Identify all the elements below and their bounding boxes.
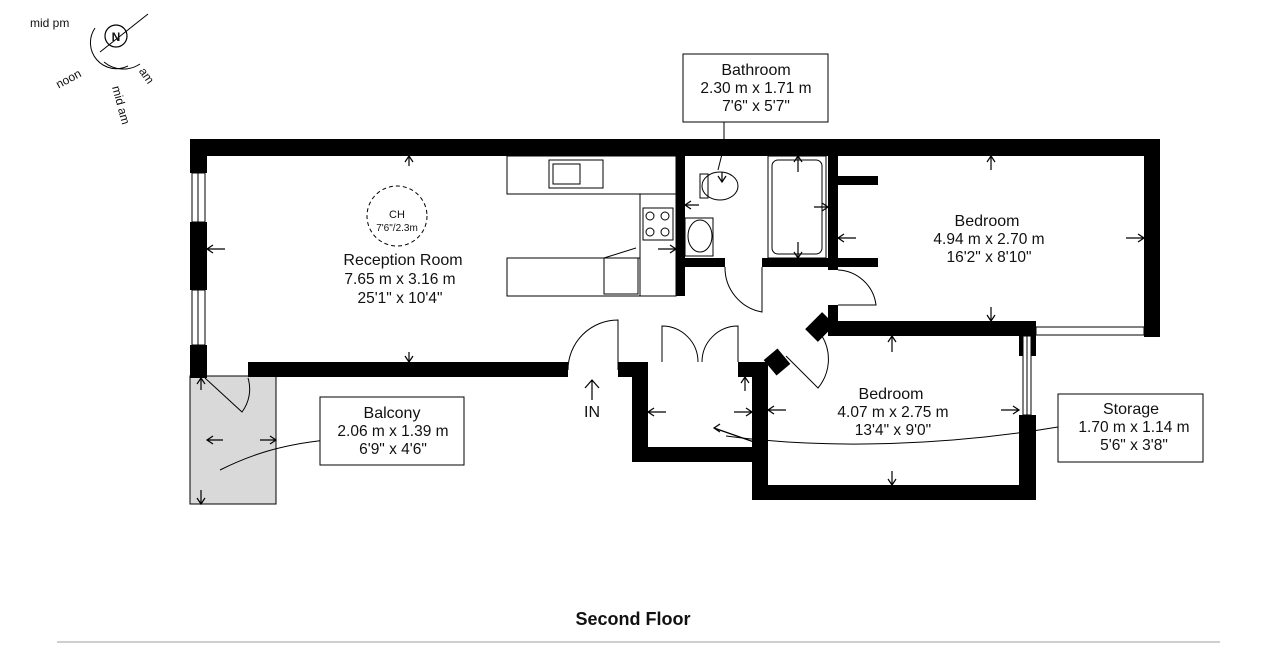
entrance-door: [567, 319, 619, 371]
entrance-label: IN: [584, 404, 600, 421]
reception-imperial: 25'1" x 10'4": [357, 290, 442, 307]
bedroom1-metric: 4.94 m x 2.70 m: [933, 231, 1044, 248]
kitchen-appliance: [603, 257, 639, 295]
compass-label-mid-am: mid am: [109, 84, 133, 126]
cupboard-door-right: [701, 325, 739, 363]
entrance-arrow-icon: [584, 379, 600, 400]
compass-needle: [99, 13, 149, 53]
balcony-name: Balcony: [364, 405, 421, 422]
dimension-arrows: [196, 154, 1146, 506]
compass-label-am: am: [136, 65, 157, 87]
bedroom1-name: Bedroom: [955, 213, 1020, 230]
bathroom-imperial: 7'6" x 5'7": [722, 98, 790, 115]
floor-title: Second Floor: [575, 609, 690, 629]
bathroom-door: [724, 266, 763, 313]
balcony-door: [204, 377, 251, 413]
bedroom1-door: [837, 269, 877, 306]
storage-imperial: 5'6" x 3'8": [1100, 437, 1168, 454]
compass-label-noon: noon: [53, 66, 83, 91]
kitchen-worktop-bottom: [506, 257, 641, 297]
label-balcony: Balcony 2.06 m x 1.39 m 6'9" x 4'6": [319, 396, 465, 466]
storage-label-box: [1057, 393, 1204, 463]
cupboard-door-left: [661, 325, 699, 363]
kitchen-worktop-side: [639, 193, 677, 297]
balcony-metric: 2.06 m x 1.39 m: [337, 423, 448, 440]
bathroom-label-box: [682, 53, 829, 123]
bedroom2-imperial: 13'4" x 9'0": [855, 422, 931, 439]
walls: [190, 139, 1160, 500]
hob-ring: [645, 211, 655, 221]
bedroom2-door: [785, 335, 829, 389]
bathroom-fittings: [684, 155, 827, 259]
balcony-label-box: [319, 396, 465, 466]
storage-metric: 1.70 m x 1.14 m: [1078, 419, 1189, 436]
compass: N mid pm noon mid am am: [30, 13, 157, 126]
compass-rose: [104, 24, 128, 48]
storage-name: Storage: [1103, 401, 1159, 418]
kitchen-sink: [548, 159, 604, 189]
balcony-imperial: 6'9" x 4'6": [359, 441, 427, 458]
label-bedroom2: Bedroom 4.07 m x 2.75 m 13'4" x 9'0": [837, 386, 948, 439]
compass-north-letter: N: [112, 30, 121, 44]
compass-label-mid-pm: mid pm: [30, 16, 69, 30]
label-bedroom1: Bedroom 4.94 m x 2.70 m 16'2" x 8'10": [933, 213, 1044, 266]
bathroom-leader-line: [717, 122, 725, 171]
doors: [204, 266, 877, 413]
compass-arc-inner: [103, 61, 141, 70]
kitchen-worktop-top: [506, 155, 677, 195]
reception-metric: 7.65 m x 3.16 m: [344, 271, 455, 288]
bathroom-name: Bathroom: [721, 62, 790, 79]
bedroom2-metric: 4.07 m x 2.75 m: [837, 404, 948, 421]
ceiling-height-label: CH: [389, 209, 405, 221]
reception-name: Reception Room: [343, 252, 462, 269]
ceiling-height-marker: [366, 185, 428, 247]
bedroom1-imperial: 16'2" x 8'10": [946, 249, 1031, 266]
label-reception: Reception Room 7.65 m x 3.16 m 25'1" x 1…: [343, 252, 462, 307]
ceiling-height-value: 7'6"/2.3m: [376, 223, 418, 234]
storage-leader-line: [725, 426, 1059, 445]
kitchen-fittings: [506, 155, 677, 297]
wash-basin: [687, 219, 713, 253]
bathroom-metric: 2.30 m x 1.71 m: [700, 80, 811, 97]
label-bathroom: Bathroom 2.30 m x 1.71 m 7'6" x 5'7": [682, 53, 829, 123]
bedroom2-name: Bedroom: [859, 386, 924, 403]
label-storage: Storage 1.70 m x 1.14 m 5'6" x 3'8": [1057, 393, 1204, 463]
balcony-leader-line: [219, 439, 327, 471]
toilet: [701, 171, 739, 201]
